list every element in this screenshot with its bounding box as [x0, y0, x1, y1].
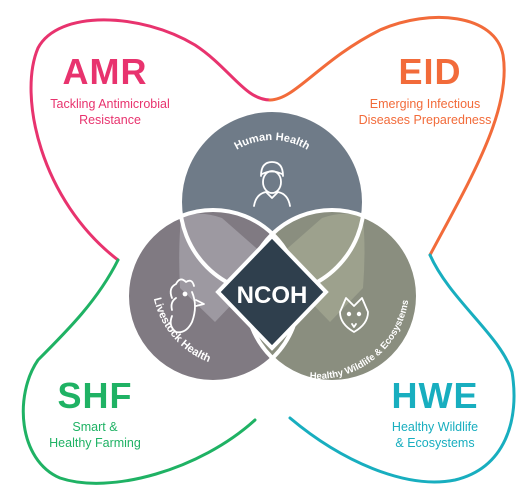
hwe-title: HWE — [391, 375, 479, 416]
human-wildlife-overlap — [272, 213, 365, 322]
human-livestock-overlap — [179, 213, 272, 322]
ncoh-center-label: NCOH — [237, 282, 308, 309]
shf-subtitle-line2: Healthy Farming — [49, 436, 141, 450]
hwe-subtitle-line2: & Ecosystems — [395, 436, 475, 450]
ncoh-center-diamond — [215, 233, 329, 351]
eid-title: EID — [398, 51, 462, 92]
rooster-icon — [169, 278, 205, 334]
hwe-petal-outline — [288, 253, 516, 484]
amr-subtitle-line1: Tackling Antimicrobial — [50, 97, 170, 111]
amr-petal-outline — [29, 18, 272, 262]
amr-subtitle-line2: Resistance — [79, 113, 141, 127]
shf-subtitle-line1: Smart & — [72, 420, 118, 434]
amr-title: AMR — [62, 51, 148, 92]
eid-petal-outline — [268, 15, 506, 257]
eid-subtitle-line1: Emerging Infectious — [369, 97, 481, 111]
shf-title: SHF — [57, 375, 133, 416]
hwe-subtitle-line1: Healthy Wildlife — [391, 420, 479, 434]
person-icon — [253, 161, 291, 207]
eid-subtitle-line2: Diseases Preparedness — [358, 113, 492, 127]
shf-petal-outline — [21, 258, 257, 485]
fox-icon — [339, 297, 369, 333]
